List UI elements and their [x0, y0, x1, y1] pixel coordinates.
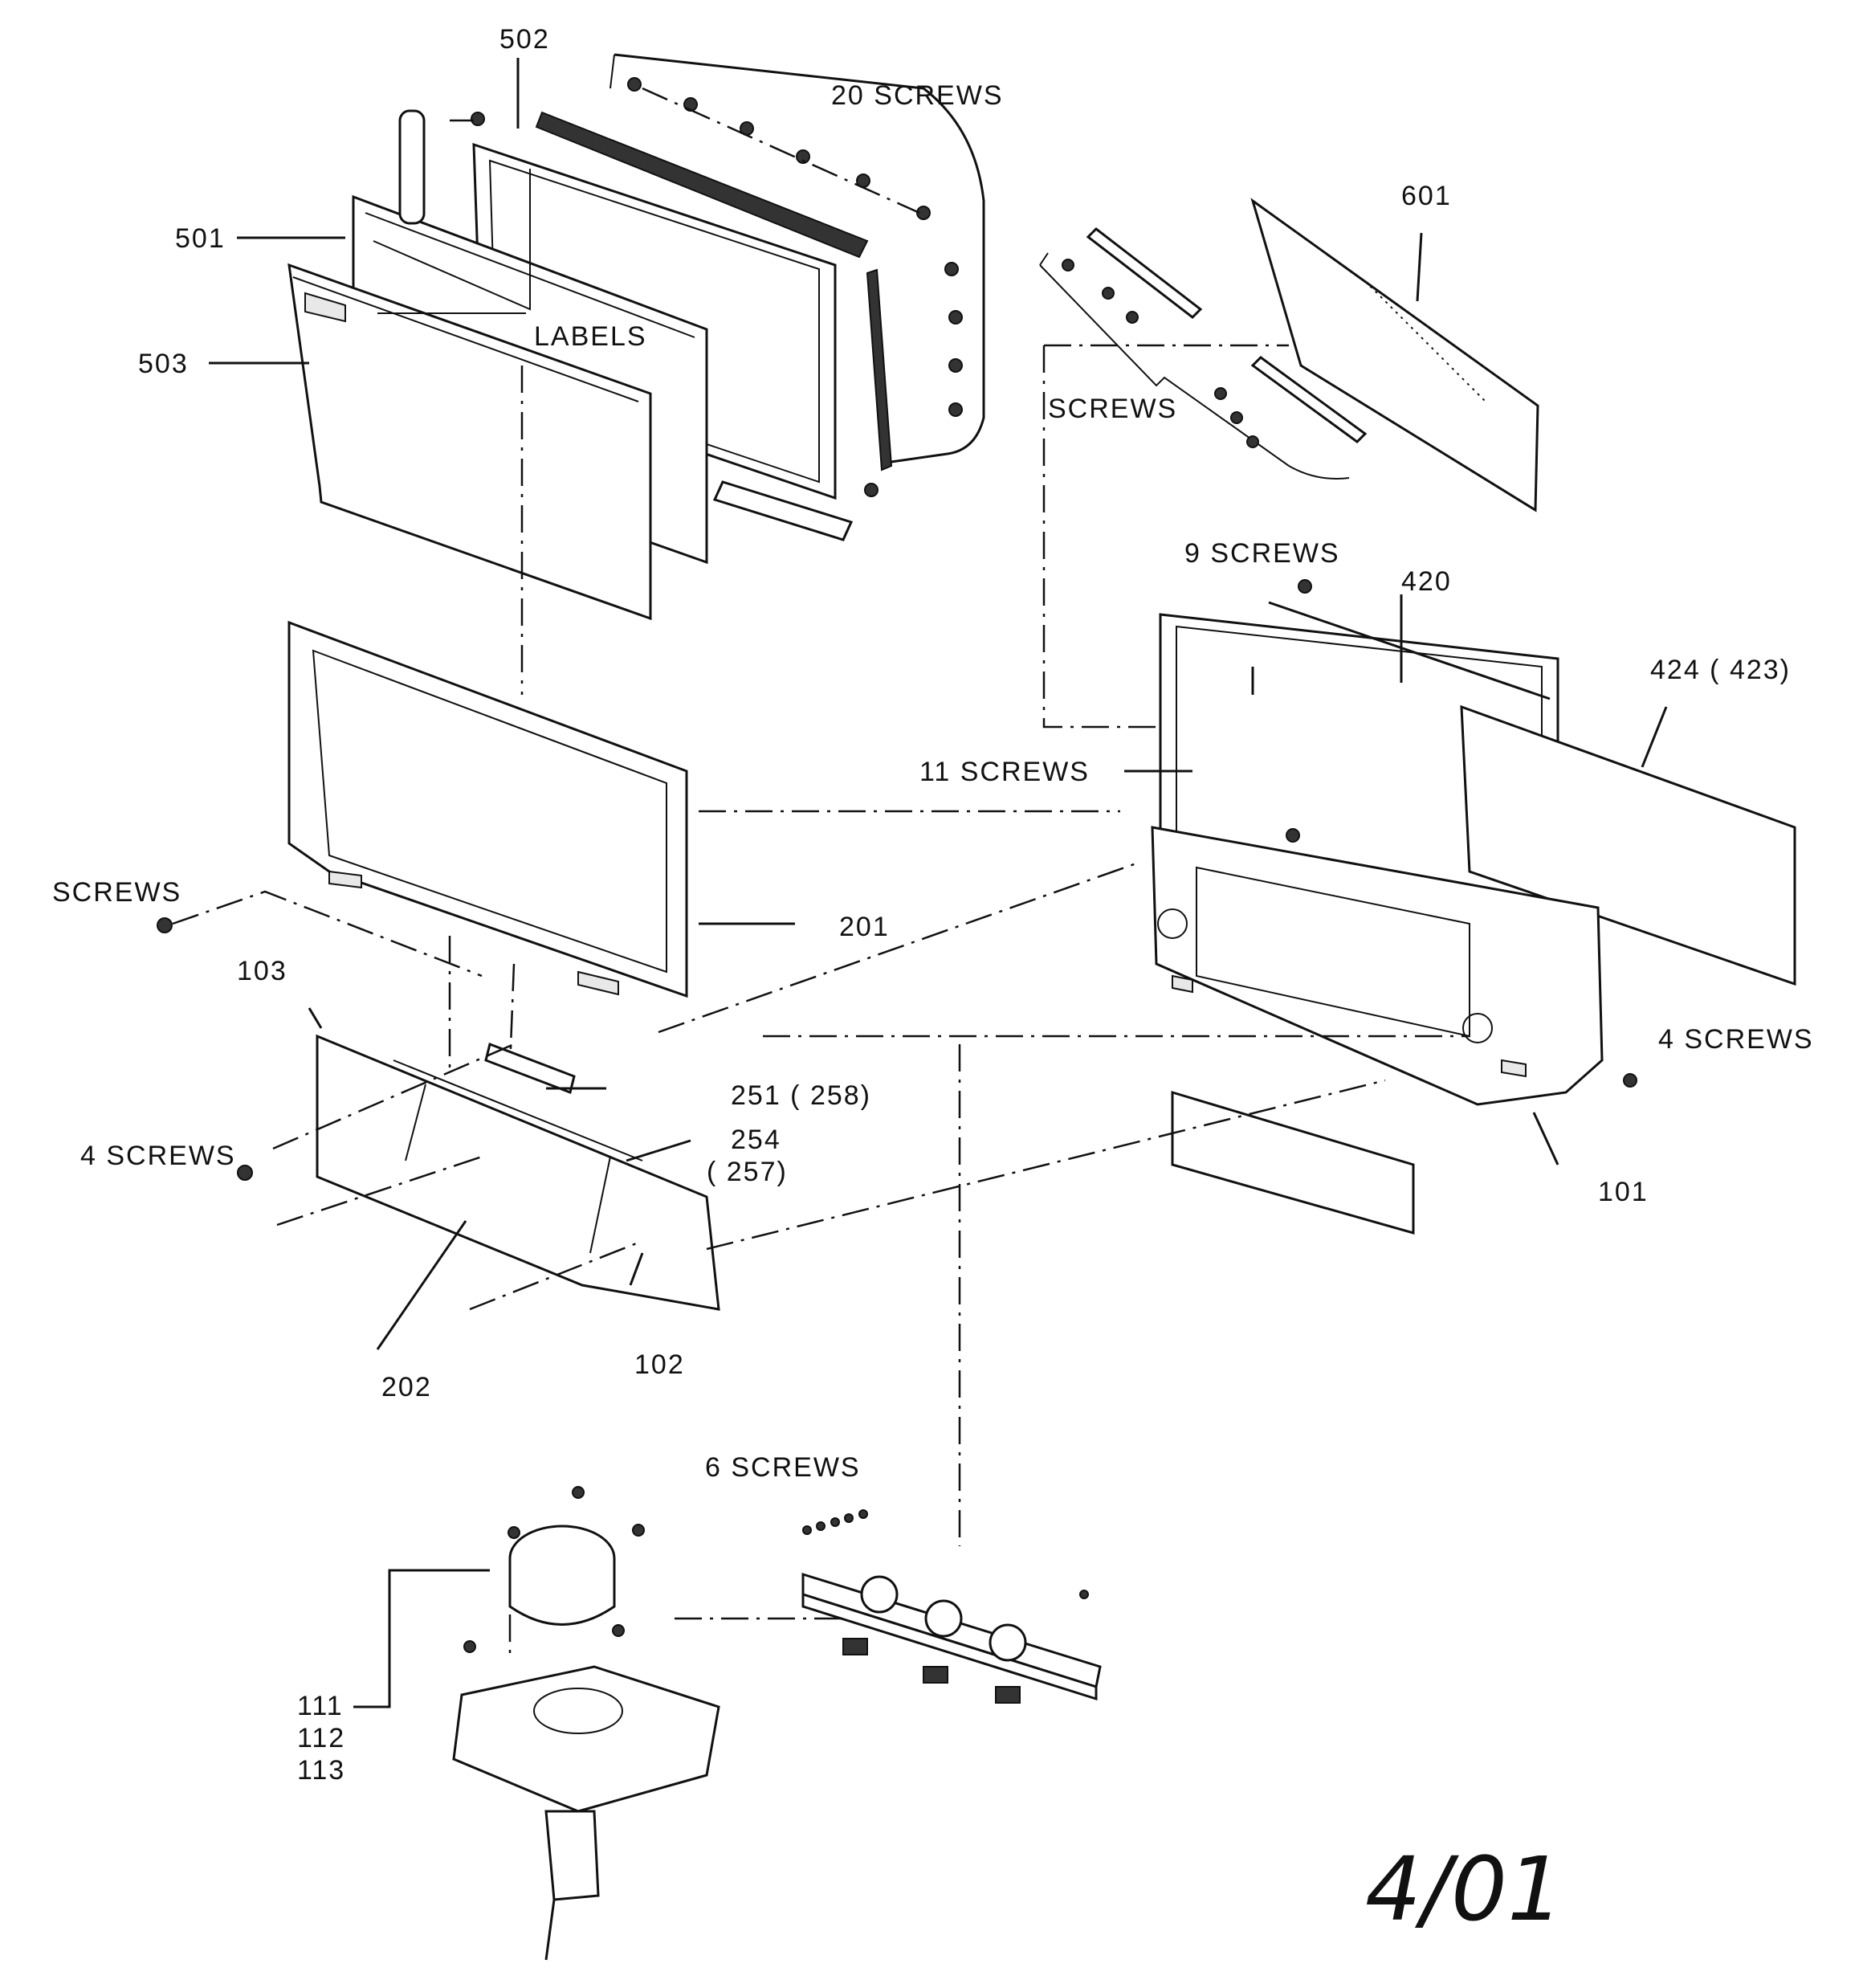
label-9-screws: 9 SCREWS: [1184, 538, 1340, 569]
label-503: 503: [138, 349, 189, 379]
date-stamp: 4/01: [1365, 1838, 1563, 1941]
label-11-screws: 11 SCREWS: [919, 757, 1090, 787]
label-102: 102: [634, 1349, 685, 1380]
label-103: 103: [237, 956, 287, 986]
speaker-housing: [237, 1034, 720, 1311]
front-bezel-201: [287, 620, 688, 998]
label-6-screws: 6 SCREWS: [705, 1452, 861, 1483]
label-251: 251 ( 258): [731, 1080, 871, 1111]
label-screws-top: SCREWS: [1048, 394, 1177, 424]
cabinet-101: [1151, 826, 1604, 1235]
label-202: 202: [381, 1372, 432, 1402]
mounting-post: [398, 109, 426, 225]
label-501: 501: [175, 223, 226, 254]
screen-brackets: [1039, 227, 1368, 480]
screw-row-top: [450, 77, 963, 497]
label-labels: LABELS: [534, 321, 647, 352]
label-601: 601: [1401, 181, 1452, 211]
label-screws-left: SCREWS: [52, 877, 181, 908]
screen-601: [1250, 198, 1539, 512]
label-420: 420: [1401, 566, 1452, 597]
crt-board: [801, 1509, 1102, 1704]
label-257: ( 257): [707, 1157, 788, 1187]
label-111: 111: [297, 1691, 344, 1721]
panel-503: [287, 263, 652, 621]
label-424: 424 ( 423): [1650, 655, 1791, 685]
label-201: 201: [839, 912, 890, 942]
label-20-screws: 20 SCREWS: [831, 80, 1004, 111]
label-101: 101: [1598, 1177, 1649, 1207]
label-4-screws-right: 4 SCREWS: [1658, 1024, 1814, 1055]
label-502: 502: [499, 24, 550, 55]
label-4-screws-left: 4 SCREWS: [80, 1141, 236, 1171]
lens-assembly: [452, 1486, 720, 1961]
rear-panel-424: [1460, 704, 1796, 986]
label-112: 112: [297, 1723, 345, 1753]
label-254: 254: [731, 1125, 781, 1155]
label-113: 113: [297, 1755, 345, 1786]
